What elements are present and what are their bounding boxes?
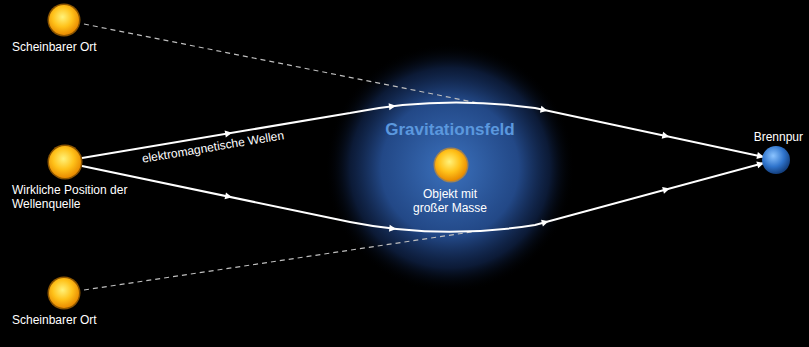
arrowhead (540, 106, 548, 113)
arrowhead (662, 132, 670, 139)
mass-object: Objekt mit großer Masse (405, 146, 495, 215)
arrowhead (225, 193, 233, 200)
sun-symbol (46, 275, 82, 311)
field-title: Gravitationsfeld (340, 120, 560, 140)
arrowhead (541, 220, 549, 227)
node-label: Objekt mit großer Masse (405, 187, 495, 215)
node-label: Scheinbarer Ort (12, 313, 132, 327)
ray-line (82, 163, 764, 232)
wave-source: Wirkliche Position der Wellenquelle (12, 143, 132, 211)
arrowhead (389, 103, 396, 110)
node-label: Wirkliche Position der Wellenquelle (12, 183, 132, 211)
focal-point: Brennpur (735, 130, 803, 175)
sun-symbol (46, 143, 84, 181)
node-label: Scheinbarer Ort (12, 40, 132, 54)
apparent-ray (84, 24, 478, 103)
light-ray (82, 161, 764, 231)
wave-source: Scheinbarer Ort (12, 275, 132, 327)
earth-symbol (761, 145, 791, 175)
sun-symbol (432, 146, 470, 184)
arrowhead (389, 225, 396, 232)
gravity-field: GravitationsfeldObjekt mit großer Masse (340, 58, 560, 278)
wave-source: Scheinbarer Ort (12, 2, 132, 54)
node-label: Brennpur (735, 130, 803, 144)
apparent-ray (84, 231, 478, 290)
sun-symbol (46, 2, 82, 38)
edge-label: elektromagnetische Wellen (140, 128, 284, 166)
gravity-glow (325, 43, 575, 293)
arrowhead (662, 187, 670, 194)
